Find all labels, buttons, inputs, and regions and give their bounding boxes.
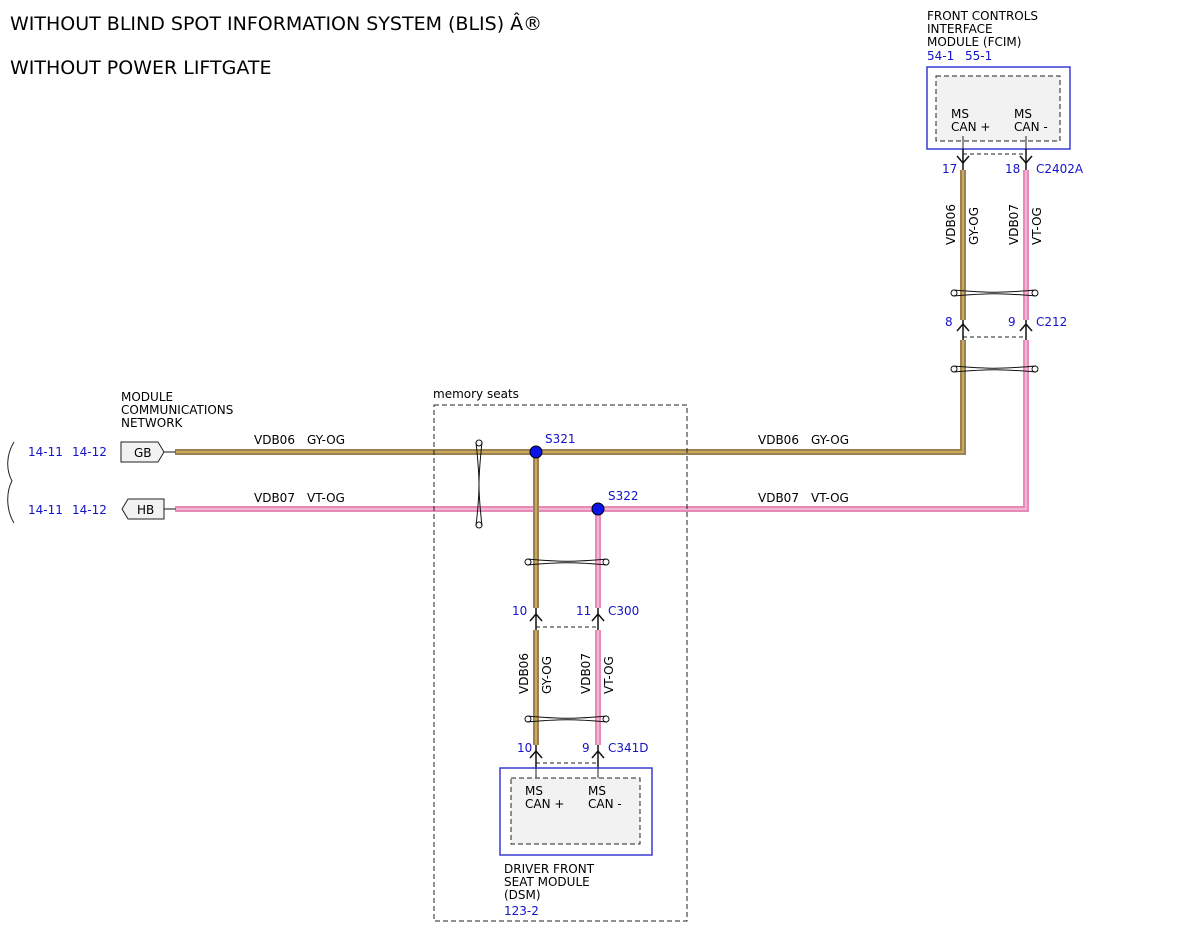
- c300-label[interactable]: C300: [608, 604, 639, 618]
- mcn-name-line-3: NETWORK: [121, 416, 184, 430]
- connector-c2402a[interactable]: 17 18 C2402A: [942, 149, 1084, 176]
- fcim-name-line-2: INTERFACE: [927, 22, 993, 36]
- c2402a-pin-18: 18: [1005, 162, 1020, 176]
- fcim-pin-left-line-1: MS: [951, 107, 969, 121]
- dsm-pin-right-line-2: CAN -: [588, 797, 622, 811]
- mcn-name-line-2: COMMUNICATIONS: [121, 403, 233, 417]
- page-ref-brace: [7, 441, 15, 524]
- c212-pin-8: 8: [945, 315, 953, 329]
- dsm-pin-right-line-1: MS: [588, 784, 606, 798]
- c341d-pin-10: 10: [517, 741, 532, 755]
- s322-label: S322: [608, 489, 639, 503]
- bus-bot-left-color: VT-OG: [307, 491, 345, 505]
- fcim-wire-right-circuit: VDB07: [1007, 204, 1021, 245]
- c2402a-pin-17: 17: [942, 162, 957, 176]
- fcim-pin-right-line-1: MS: [1014, 107, 1032, 121]
- dsm-wire-right-color: VT-OG: [602, 656, 616, 694]
- fcim-pin-right-line-2: CAN -: [1014, 120, 1048, 134]
- wire-vtog-bus: [175, 340, 1029, 512]
- gb-ref-1[interactable]: 14-11: [28, 445, 63, 459]
- bus-top-right-circuit: VDB06: [758, 433, 799, 447]
- fcim-inner: [935, 75, 1061, 142]
- hb-label: HB: [137, 503, 154, 517]
- s321-label: S321: [545, 432, 576, 446]
- memory-seats-label: memory seats: [433, 387, 519, 401]
- dsm-name-line-3: (DSM): [504, 888, 541, 902]
- fcim-name-line-1: FRONT CONTROLS: [927, 9, 1038, 23]
- bus-bot-right-circuit: VDB07: [758, 491, 799, 505]
- bus-bot-left-circuit: VDB07: [254, 491, 295, 505]
- diagram-subtitle: WITHOUT POWER LIFTGATE: [10, 57, 271, 79]
- dsm-ref[interactable]: 123-2: [504, 904, 539, 918]
- splice-s321[interactable]: S321: [529, 432, 576, 459]
- dsm-pin-left-line-1: MS: [525, 784, 543, 798]
- bus-bot-right-color: VT-OG: [811, 491, 849, 505]
- hb-ref-2[interactable]: 14-12: [72, 503, 107, 517]
- gb-ref-2[interactable]: 14-12: [72, 445, 107, 459]
- diagram-title: WITHOUT BLIND SPOT INFORMATION SYSTEM (B…: [10, 12, 542, 35]
- fcim-module[interactable]: FRONT CONTROLS INTERFACE MODULE (FCIM) 5…: [926, 9, 1071, 150]
- splice-s322[interactable]: S322: [591, 489, 639, 516]
- gb-connector[interactable]: GB: [120, 441, 165, 463]
- fcim-name-line-3: MODULE (FCIM): [927, 35, 1021, 49]
- c341d-label[interactable]: C341D: [608, 741, 649, 755]
- memory-seats-box: [433, 404, 688, 922]
- gb-label: GB: [134, 446, 152, 460]
- connector-c300[interactable]: 10 11 C300: [512, 604, 639, 630]
- c2402a-label[interactable]: C2402A: [1036, 162, 1084, 176]
- fcim-pin-left-line-2: CAN +: [951, 120, 990, 134]
- fcim-wire-left-color: GY-OG: [967, 207, 981, 245]
- dsm-wire-left-circuit: VDB06: [517, 653, 531, 694]
- c212-label[interactable]: C212: [1036, 315, 1067, 329]
- fcim-ref-2[interactable]: 55-1: [965, 49, 992, 63]
- dsm-name-line-2: SEAT MODULE: [504, 875, 590, 889]
- c212-pin-9: 9: [1008, 315, 1016, 329]
- mcn-name-line-1: MODULE: [121, 390, 173, 404]
- connector-c212[interactable]: 8 9 C212: [945, 315, 1067, 340]
- dsm-module[interactable]: MS CAN + MS CAN - DRIVER FRONT SEAT MODU…: [499, 767, 653, 918]
- c300-pin-11: 11: [576, 604, 591, 618]
- c300-pin-10: 10: [512, 604, 527, 618]
- c341d-pin-9: 9: [582, 741, 590, 755]
- dsm-wire-right-circuit: VDB07: [579, 653, 593, 694]
- hb-connector[interactable]: HB: [121, 498, 165, 520]
- wires: [175, 170, 1029, 745]
- bus-top-left-color: GY-OG: [307, 433, 345, 447]
- fcim-ref-1[interactable]: 54-1: [927, 49, 954, 63]
- dsm-name-line-1: DRIVER FRONT: [504, 862, 595, 876]
- fcim-wire-left-circuit: VDB06: [944, 204, 958, 245]
- connector-c341d[interactable]: 10 9 C341D: [517, 741, 649, 768]
- fcim-wire-right-color: VT-OG: [1030, 207, 1044, 245]
- dsm-inner: [510, 777, 641, 845]
- bus-top-left-circuit: VDB06: [254, 433, 295, 447]
- dsm-wire-left-color: GY-OG: [540, 656, 554, 694]
- twisted-pair-symbols: [475, 289, 1039, 723]
- bus-top-right-color: GY-OG: [811, 433, 849, 447]
- hb-ref-1[interactable]: 14-11: [28, 503, 63, 517]
- dsm-pin-left-line-2: CAN +: [525, 797, 564, 811]
